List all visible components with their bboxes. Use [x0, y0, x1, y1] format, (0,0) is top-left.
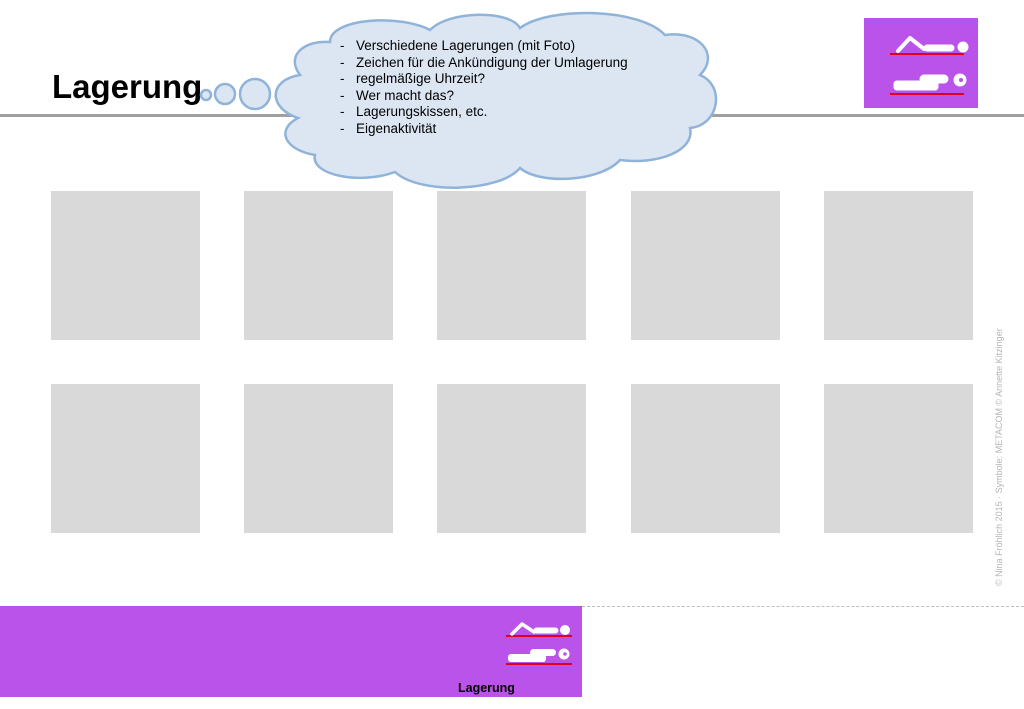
thought-bubble-medium — [213, 82, 237, 106]
photo-placeholder[interactable] — [51, 191, 200, 340]
copyright-credit: © Nina Fröhlich 2015 · Symbole: METACOM … — [994, 328, 1004, 586]
photo-placeholder[interactable] — [631, 384, 780, 533]
repositioning-symbol-card — [864, 18, 978, 108]
photo-placeholder[interactable] — [51, 384, 200, 533]
thought-item: regelmäßige Uhrzeit? — [338, 71, 628, 88]
page-title: Lagerung — [52, 68, 203, 105]
photo-placeholder[interactable] — [824, 191, 973, 340]
photo-placeholder[interactable] — [824, 384, 973, 533]
thought-bubble-large — [238, 77, 272, 111]
thought-item: Lagerungskissen, etc. — [338, 104, 628, 121]
footer-bar — [0, 606, 582, 697]
repositioning-person-icon — [890, 36, 969, 95]
photo-placeholder[interactable] — [244, 191, 393, 340]
thought-item: Eigenaktivität — [338, 121, 628, 138]
photo-placeholder[interactable] — [631, 191, 780, 340]
photo-placeholder[interactable] — [244, 384, 393, 533]
photo-placeholder[interactable] — [437, 191, 586, 340]
footer-label: Lagerung — [458, 681, 515, 695]
thought-bubble-small — [199, 88, 213, 102]
repositioning-person-icon — [506, 622, 572, 665]
thought-item: Zeichen für die Ankündigung der Umlageru… — [338, 55, 628, 72]
photo-placeholder[interactable] — [437, 384, 586, 533]
thought-item: Wer macht das? — [338, 88, 628, 105]
thought-cloud-list: Verschiedene Lagerungen (mit Foto) Zeich… — [338, 38, 628, 137]
thought-item: Verschiedene Lagerungen (mit Foto) — [338, 38, 628, 55]
footer-divider — [582, 606, 1024, 607]
